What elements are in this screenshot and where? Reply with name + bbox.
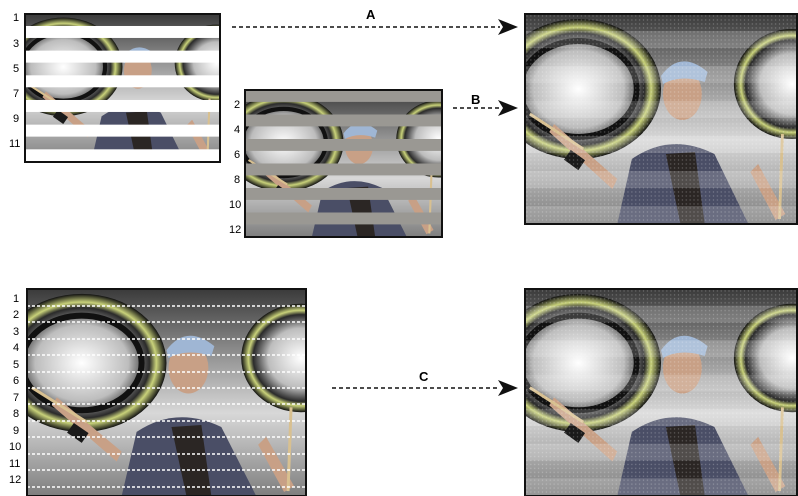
dashed-arrow-b xyxy=(453,100,518,116)
line-number: 4 xyxy=(13,342,19,354)
odd-field-frame xyxy=(4,14,258,162)
arrow-label-c: C xyxy=(419,369,428,384)
line-number: 3 xyxy=(13,326,19,338)
line-number: 8 xyxy=(13,408,19,420)
line-number: 6 xyxy=(234,149,240,161)
arrow-label-a: A xyxy=(366,7,375,22)
progressive-frame xyxy=(0,289,361,496)
line-number: 8 xyxy=(234,174,240,186)
line-number: 1 xyxy=(13,293,19,305)
arrow-label-b: B xyxy=(471,92,480,107)
line-number: 2 xyxy=(234,99,240,111)
line-number: 11 xyxy=(9,458,20,470)
line-number: 12 xyxy=(9,474,21,486)
line-number: 9 xyxy=(13,113,19,125)
line-number: 12 xyxy=(229,224,241,236)
line-number: 3 xyxy=(13,38,19,50)
line-number: 11 xyxy=(9,138,20,150)
line-number: 4 xyxy=(234,124,240,136)
interlaced-result-frame-bottom xyxy=(496,289,798,496)
line-number: 7 xyxy=(13,392,19,404)
line-number: 2 xyxy=(13,309,19,321)
line-number: 1 xyxy=(13,12,19,24)
even-field-frame xyxy=(224,90,481,237)
line-number: 9 xyxy=(13,425,19,437)
line-number: 5 xyxy=(13,63,19,75)
line-number: 10 xyxy=(229,199,241,211)
line-number: 5 xyxy=(13,359,19,371)
line-number: 6 xyxy=(13,375,19,387)
line-number: 7 xyxy=(13,88,19,100)
interlaced-result-frame-top xyxy=(496,14,798,224)
line-number: 10 xyxy=(9,441,21,453)
